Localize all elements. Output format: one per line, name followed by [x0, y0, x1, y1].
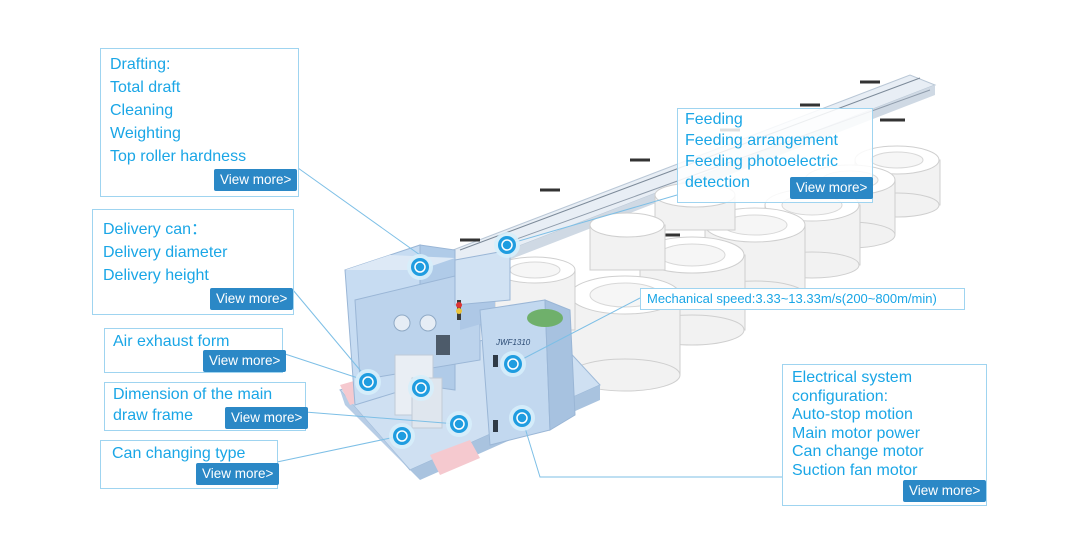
delivery-item: Delivery diameter	[103, 244, 228, 261]
leader-lines	[276, 167, 782, 478]
feeding-title: Feeding	[685, 111, 743, 128]
electrical-item: Auto-stop motion	[792, 406, 913, 423]
drafting-view-more-button[interactable]: View more>	[214, 169, 298, 191]
dimension-title: Dimension of the main	[113, 386, 273, 403]
dimension-callout: Dimension of the main draw frame View mo…	[104, 382, 309, 431]
hotspot-air-exhaust[interactable]	[355, 369, 381, 395]
electrical-system-callout: Electrical system configuration: Auto-st…	[782, 364, 987, 506]
machine-model-badge: JWF1310	[495, 338, 531, 347]
air-exhaust-title: Air exhaust form	[113, 333, 230, 350]
main-frame-body: JWF1310	[344, 244, 576, 446]
drafting-item: Cleaning	[110, 102, 174, 119]
can-changing-callout: Can changing type View more>	[100, 440, 280, 489]
hotspot-electrical[interactable]	[509, 405, 535, 431]
can-changing-view-more-button[interactable]: View more>	[196, 463, 280, 485]
mechanical-speed-label: Mechanical speed:3.33~13.33m/s(200~800m/…	[640, 288, 965, 310]
delivery-can-callout: Delivery can： Delivery diameter Delivery…	[92, 209, 294, 315]
feeding-view-more-button[interactable]: View more>	[790, 177, 874, 199]
hotspot-can-changing[interactable]	[389, 423, 415, 449]
drafting-item: Weighting	[110, 125, 181, 142]
electrical-item: Main motor power	[792, 424, 921, 442]
electrical-item: Suction fan motor	[792, 461, 918, 479]
drafting-title: Drafting:	[110, 56, 171, 73]
dimension-view-more-button[interactable]: View more>	[225, 407, 309, 429]
drafting-callout: Drafting: Total draft Cleaning Weighting…	[100, 48, 299, 197]
delivery-item: Delivery height	[103, 267, 209, 284]
electrical-title-cont: configuration:	[792, 387, 889, 405]
drafting-item: Total draft	[110, 79, 181, 96]
feeding-item: detection	[685, 174, 750, 191]
hotspots	[355, 232, 535, 449]
hotspot-speed[interactable]	[500, 351, 526, 377]
dimension-title-cont: draw frame	[113, 407, 194, 424]
feeding-item: Feeding photoelectric	[685, 153, 838, 170]
electrical-title: Electrical system	[792, 369, 913, 386]
hotspot-delivery[interactable]	[408, 375, 434, 401]
electrical-view-more-button[interactable]: View more>	[903, 480, 987, 502]
feeding-item: Feeding arrangement	[685, 132, 838, 149]
drafting-item: Top roller hardness	[110, 148, 247, 165]
delivery-title: Delivery can：	[103, 221, 208, 238]
hotspot-feeding[interactable]	[494, 232, 520, 258]
delivery-view-more-button[interactable]: View more>	[210, 288, 294, 310]
air-exhaust-view-more-button[interactable]: View more>	[203, 350, 287, 372]
air-exhaust-callout: Air exhaust form View more>	[104, 328, 287, 373]
electrical-item: Can change motor	[792, 443, 924, 460]
feeding-callout: Feeding Feeding arrangement Feeding phot…	[677, 108, 874, 203]
can-changing-title: Can changing type	[112, 445, 246, 462]
hotspot-drafting[interactable]	[407, 254, 433, 280]
hotspot-dimension[interactable]	[446, 411, 472, 437]
